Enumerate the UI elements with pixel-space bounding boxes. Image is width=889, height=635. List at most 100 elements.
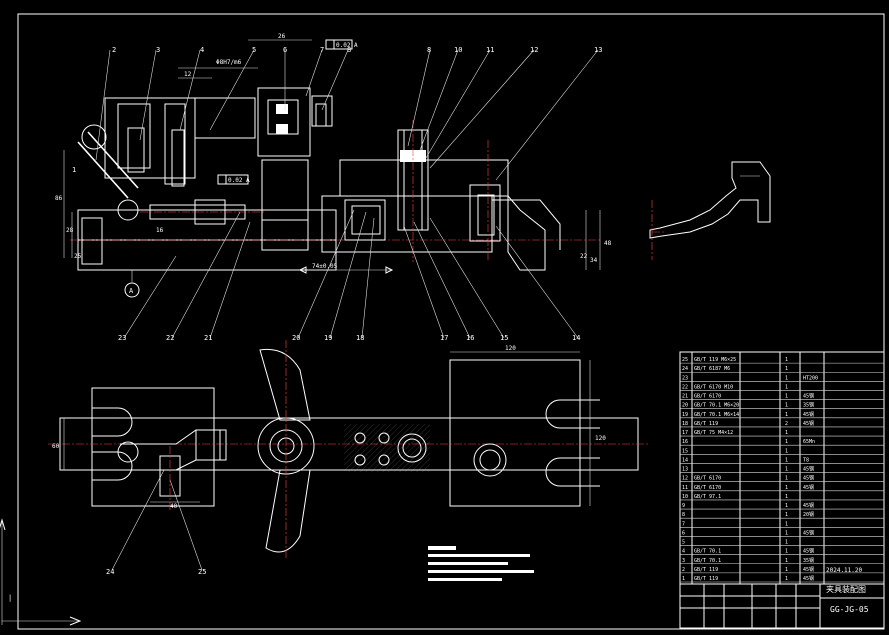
parts-cell-no: 13	[682, 467, 688, 473]
parts-cell-qty: 1	[785, 430, 788, 436]
svg-text:0.02 A: 0.02 A	[228, 177, 250, 184]
parts-cell-mat: 35钢	[803, 557, 814, 564]
parts-cell-code: GB/T 6170	[694, 394, 721, 400]
parts-cell-code: GB/T 119	[694, 567, 718, 573]
drawing-date: 2024.11.20	[826, 567, 863, 574]
parts-cell-no: 5	[682, 540, 685, 546]
dim-86: 86	[55, 195, 63, 202]
parts-cell-mat: 35钢	[803, 402, 814, 409]
parts-cell-no: 10	[682, 494, 688, 500]
parts-cell-qty: 1	[785, 375, 788, 381]
parts-cell-no: 23	[682, 375, 688, 381]
balloon: 25	[198, 568, 206, 576]
parts-cell-no: 12	[682, 476, 688, 482]
parts-cell-mat: 45钢	[803, 475, 814, 482]
parts-cell-no: 4	[682, 549, 685, 555]
balloon: 21	[204, 334, 212, 342]
parts-cell-qty: 1	[785, 394, 788, 400]
balloon: 6	[283, 46, 287, 54]
parts-cell-no: 2	[682, 567, 685, 573]
dim-plan-height: 120	[595, 435, 606, 442]
parts-cell-qty: 1	[785, 576, 788, 582]
front-view: A	[63, 39, 601, 298]
parts-cell-qty: 1	[785, 485, 788, 491]
parts-cell-code: GB/T 70.1 M6×14	[694, 412, 739, 418]
balloon: 23	[118, 334, 126, 342]
balloon: 14	[572, 334, 580, 342]
balloon: 15	[500, 334, 508, 342]
dim-26: 26	[278, 33, 286, 40]
parts-cell-mat: 45钢	[803, 502, 814, 509]
parts-cell-mat: 45钢	[803, 393, 814, 400]
parts-cell-mat: 45钢	[803, 466, 814, 473]
parts-cell-code: GB/T 119	[694, 576, 718, 582]
parts-cell-no: 15	[682, 448, 688, 454]
parts-cell-no: 20	[682, 403, 688, 409]
dim-34: 34	[590, 257, 598, 264]
parts-cell-code: GB/T 70.1 M6×20	[694, 403, 739, 409]
parts-cell-qty: 1	[785, 366, 788, 372]
parts-cell-qty: 1	[785, 448, 788, 454]
dim-plan-width: 120	[505, 345, 516, 352]
parts-cell-mat: 20钢	[803, 511, 814, 518]
parts-cell-qty: 1	[785, 439, 788, 445]
parts-cell-mat: 45钢	[803, 411, 814, 418]
parts-cell-qty: 1	[785, 357, 788, 363]
parts-cell-qty: 1	[785, 521, 788, 527]
balloon: 18	[356, 334, 364, 342]
parts-cell-qty: 1	[785, 403, 788, 409]
balloon: 24	[106, 568, 114, 576]
parts-cell-no: 7	[682, 521, 685, 527]
parts-cell-no: 25	[682, 357, 688, 363]
dim-plan-40: 40	[170, 503, 178, 510]
parts-cell-code: GB/T 70.1	[694, 558, 721, 564]
balloon: 16	[466, 334, 474, 342]
parts-cell-no: 9	[682, 503, 685, 509]
parts-cell-mat: 45钢	[803, 420, 814, 427]
balloon: 22	[166, 334, 174, 342]
parts-cell-no: 11	[682, 485, 688, 491]
technical-notes	[428, 546, 534, 581]
balloon: 10	[454, 46, 462, 54]
parts-cell-qty: 1	[785, 467, 788, 473]
balloon: 5	[252, 46, 256, 54]
parts-cell-code: GB/T 75 M4×12	[694, 430, 733, 436]
balloon: 4	[200, 46, 204, 54]
parts-cell-code: GB/T 6170 M10	[694, 384, 733, 390]
parts-cell-qty: 1	[785, 503, 788, 509]
parts-cell-code: GB/T 70.1	[694, 549, 721, 555]
balloon: 8	[347, 46, 351, 54]
parts-cell-no: 19	[682, 412, 688, 418]
title-block: 夹具装配图 GG-JG-05 2024.11.20	[679, 567, 885, 629]
parts-cell-qty: 1	[785, 530, 788, 536]
drawing-border	[17, 13, 885, 630]
parts-cell-code: GB/T 119 M6×25	[694, 357, 736, 363]
balloon-labels: 2 3 4 5 6 7 8 8 10 11 12 13 1 14 15 16 1…	[72, 46, 602, 576]
balloon: 7	[320, 46, 324, 54]
parts-cell-code: GB/T 6170	[694, 476, 721, 482]
parts-cell-no: 17	[682, 430, 688, 436]
balloon: 8	[427, 46, 431, 54]
balloon: 3	[156, 46, 160, 54]
dim-28: 28	[66, 227, 74, 234]
balloon: 17	[440, 334, 448, 342]
parts-cell-mat: 45钢	[803, 566, 814, 573]
parts-cell-qty: 1	[785, 384, 788, 390]
parts-cell-code: GB/T 119	[694, 421, 718, 427]
gdt-frame-top: 0.02 A	[325, 39, 358, 50]
dim-16: 16	[156, 227, 164, 234]
parts-cell-qty: 1	[785, 476, 788, 482]
parts-cell-code: GB/T 97.1	[694, 494, 721, 500]
balloon: 11	[486, 46, 494, 54]
parts-cell-qty: 1	[785, 412, 788, 418]
gdt-frame-mid: 0.02 A	[217, 174, 250, 185]
balloon: 20	[292, 334, 300, 342]
parts-cell-no: 14	[682, 457, 688, 463]
parts-cell-code: GB/T 6187 M6	[694, 366, 730, 372]
dim-plan-60: 60	[52, 443, 60, 450]
dim-12: 12	[184, 71, 192, 78]
parts-cell-mat: 45钢	[803, 484, 814, 491]
drawing-number: GG-JG-05	[830, 605, 869, 614]
parts-cell-code: GB/T 6170	[694, 485, 721, 491]
